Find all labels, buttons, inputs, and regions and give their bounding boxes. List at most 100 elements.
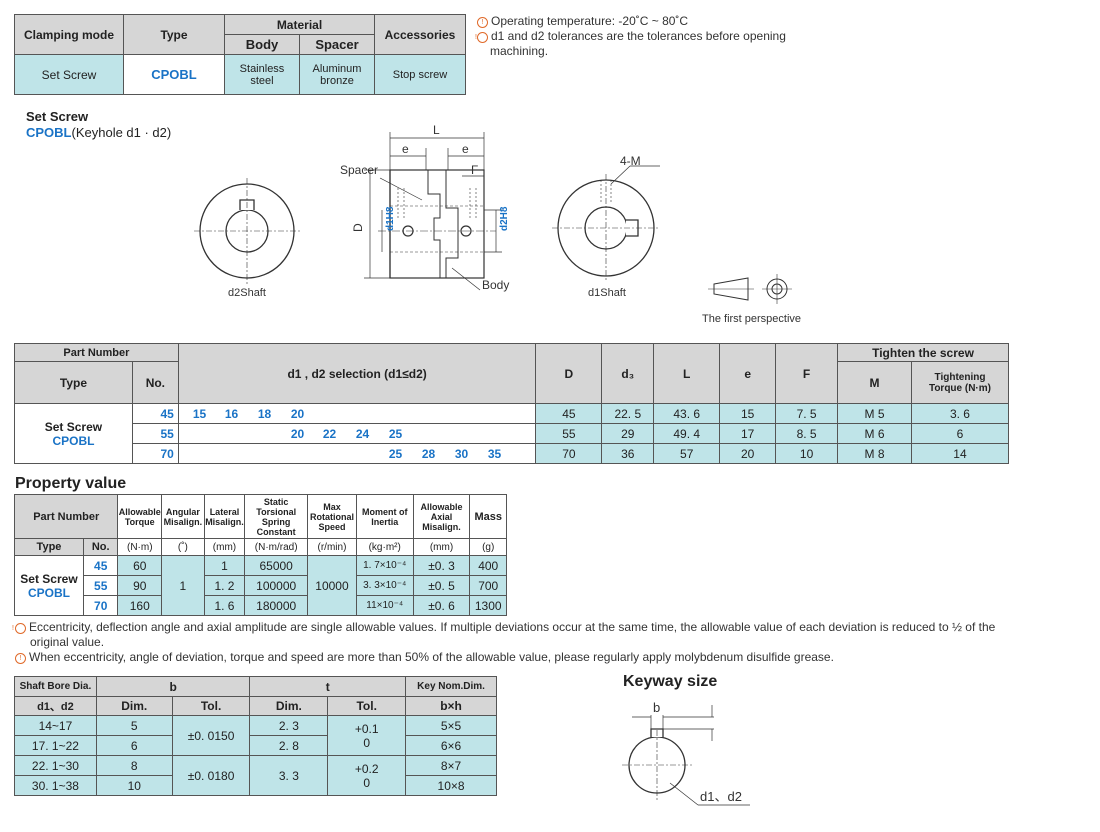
kw-header-key: Key Nom.Dim.	[405, 676, 497, 697]
keyway-label-b: b	[653, 700, 660, 715]
selection-value: 16	[224, 407, 239, 421]
kw-tol-b1: ±0. 0150	[171, 715, 251, 756]
cell-F: 8. 5	[775, 423, 839, 444]
row-no: 45	[131, 403, 179, 424]
selection-value: 25	[388, 447, 403, 461]
label-F: F	[471, 163, 478, 177]
kw-tol-t1-upper: +0.1	[354, 721, 379, 736]
cell-d3: 22. 5	[601, 403, 655, 424]
cell-e: 15	[719, 403, 777, 424]
note-icon: !	[477, 17, 488, 28]
coupling-body-outline	[389, 169, 485, 279]
notes-middle: !Eccentricity, deflection angle and axia…	[12, 620, 1000, 665]
kw-header-tol1: Tol.	[171, 696, 251, 716]
cell-D: 70	[535, 443, 603, 464]
note-icon: !	[475, 32, 488, 43]
screw-hole-left	[402, 225, 414, 237]
header-selection: d1 , d2 selection (d1≤d2)	[177, 343, 537, 404]
cell-M: M 8	[837, 443, 912, 464]
kw-d: 17. 1~22	[14, 735, 97, 756]
value-body: Stainless steel	[224, 54, 300, 95]
projection-symbol	[708, 274, 792, 304]
selection-value: 25	[388, 427, 403, 441]
subtitle-rest: (Keyhole d1 · d2)	[71, 125, 172, 140]
unit-moment: (kg·m²)	[355, 538, 414, 556]
header-no: No.	[131, 361, 179, 404]
kw-b: 6	[95, 735, 173, 756]
row-no: 55	[131, 423, 179, 444]
header-F: F	[775, 343, 839, 404]
label-d1: d1H8	[385, 206, 396, 231]
kw-tol-t2-lower: 0	[363, 775, 371, 790]
header-e: e	[719, 343, 777, 404]
kw-t: 2. 3	[249, 715, 329, 736]
prop-header-mass: Mass	[469, 494, 507, 539]
cell-T: 3. 6	[910, 403, 1010, 424]
prop-torque: 90	[117, 575, 163, 596]
header-L: L	[653, 343, 721, 404]
prop-static: 100000	[244, 575, 309, 596]
kw-d: 14~17	[14, 715, 97, 736]
kw-header-b: b	[95, 676, 251, 697]
kw-header-d: d1、d2	[14, 696, 97, 716]
header-M: M	[837, 361, 912, 404]
prop-type-line1: Set Screw	[20, 571, 78, 586]
kw-d: 30. 1~38	[14, 775, 97, 796]
cell-e: 20	[719, 443, 777, 464]
prop-mass: 400	[469, 555, 507, 576]
header-material: Material	[224, 14, 375, 35]
kw-tol-t1-lower: 0	[363, 735, 371, 750]
cell-M: M 5	[837, 403, 912, 424]
label-e-left: e	[402, 142, 409, 156]
kw-b: 8	[95, 755, 173, 776]
unit-angular: (˚)	[161, 538, 205, 556]
kw-t: 2. 8	[249, 735, 329, 756]
prop-header-angular: Angular Misalign.	[161, 494, 205, 539]
selection-value: 18	[257, 407, 272, 421]
cell-e: 17	[719, 423, 777, 444]
prop-axial: ±0. 5	[412, 575, 471, 596]
unit-torque: (N·m)	[117, 538, 163, 556]
prop-mass: 1300	[469, 595, 507, 616]
prop-lateral: 1	[203, 555, 246, 576]
spacer-profile	[427, 170, 441, 278]
kw-key: 8×7	[405, 755, 497, 776]
selection-value: 24	[355, 427, 370, 441]
label-L: L	[433, 123, 440, 137]
note-icon: !	[12, 623, 26, 634]
unit-lateral: (mm)	[203, 538, 246, 556]
label-e-right: e	[462, 142, 469, 156]
header-spacer: Spacer	[299, 34, 375, 55]
cell-F: 7. 5	[775, 403, 839, 424]
header-body: Body	[224, 34, 300, 55]
header-tighten: Tighten the screw	[837, 343, 1009, 362]
kw-header-t: t	[249, 676, 407, 697]
kw-tol-b2: ±0. 0180	[171, 755, 251, 796]
type-line2: CPOBL	[52, 433, 95, 448]
drawing-subtitle: CPOBL(Keyhole d1 · d2)	[26, 125, 171, 140]
cell-L: 43. 6	[653, 403, 721, 424]
selection-value: 30	[454, 447, 469, 461]
kw-t: 3. 3	[249, 755, 329, 796]
note-icon: !	[15, 653, 26, 664]
header-part-number: Part Number	[14, 343, 179, 362]
keyway-label-d: d1、d2	[700, 789, 742, 804]
selection-value: 35	[487, 447, 502, 461]
prop-axial: ±0. 6	[412, 595, 471, 616]
left-end-view	[194, 178, 300, 284]
value-spacer: Aluminum bronze	[299, 54, 375, 95]
prop-moment: 1. 7×10⁻⁴	[355, 555, 414, 576]
selection-value: 28	[421, 447, 436, 461]
label-d1shaft: d1Shaft	[588, 287, 626, 299]
subtitle-code: CPOBL	[26, 125, 72, 140]
kw-header-bxh: b×h	[405, 696, 497, 716]
label-D: D	[351, 223, 365, 232]
prop-static: 180000	[244, 595, 309, 616]
prop-row-no: 70	[82, 595, 119, 616]
screw-hole-right	[460, 225, 472, 237]
